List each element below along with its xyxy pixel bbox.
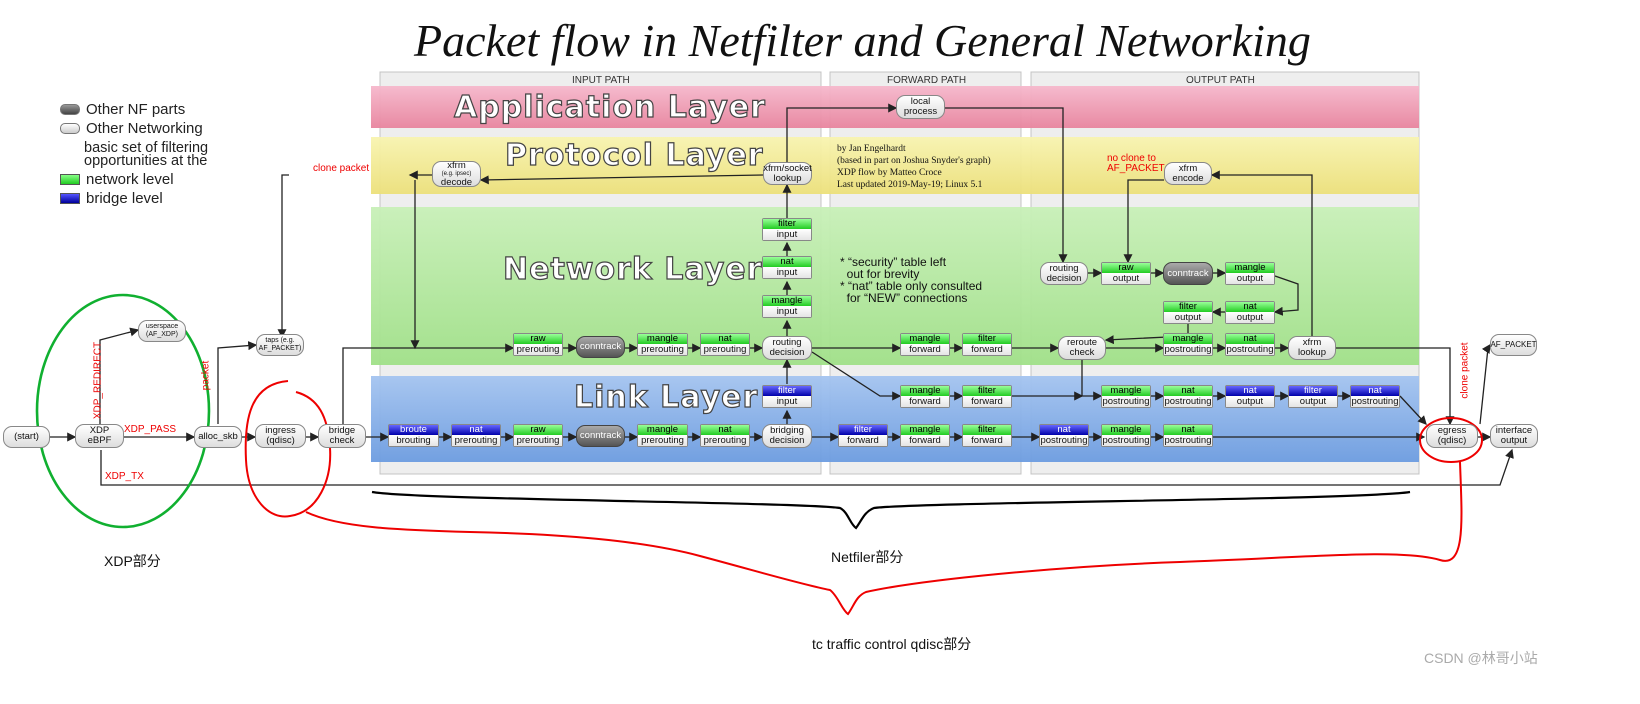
- conntrack-prerouting-node: conntrack: [576, 336, 625, 358]
- start-node: (start): [3, 426, 50, 448]
- input-path-label: INPUT PATH: [572, 75, 630, 86]
- credits: by Jan Engelhardt (based in part on Josh…: [837, 144, 991, 190]
- output-path-label: OUTPUT PATH: [1186, 75, 1255, 86]
- watermark: CSDN @林哥小站: [1424, 650, 1538, 666]
- legend: Other NF parts Other Networking basic se…: [60, 100, 234, 208]
- legend-other-nf: Other NF parts: [60, 100, 234, 119]
- taps-node: taps (e.g.AF_PACKET): [256, 334, 304, 356]
- clone-packet-label: clone packet: [313, 163, 370, 174]
- legend-bridge-level: bridge level: [60, 189, 234, 208]
- xfrm-decode-node: xfrm(e.g. ipsec)decode: [432, 160, 481, 187]
- xdp-highlight-ellipse: [35, 293, 211, 529]
- forward-path-label: FORWARD PATH: [887, 75, 967, 86]
- protocol-band: [371, 137, 1419, 194]
- legend-network-level: network level: [60, 170, 234, 189]
- network-layer-title: Network Layer: [502, 251, 763, 287]
- tc-caption: tc traffic control qdisc部分: [812, 636, 972, 652]
- legend-basic-set: basic set of filtering opportunities at …: [84, 140, 209, 169]
- egress-highlight: [1419, 417, 1483, 463]
- xdp-caption: XDP部分: [104, 553, 161, 569]
- netfilter-brace: [371, 490, 1411, 530]
- page-title: Packet flow in Netfilter and General Net…: [414, 15, 1311, 66]
- protocol-layer-title: Protocol Layer: [504, 137, 764, 173]
- packet-label: packet: [200, 360, 212, 391]
- conntrack-output-node: conntrack: [1163, 262, 1213, 285]
- egress-qdisc-node: egress(qdisc): [1426, 424, 1478, 448]
- dark-node-swatch-icon: [60, 104, 80, 115]
- application-layer-title: Application Layer: [453, 89, 766, 125]
- ingress-highlight: [244, 380, 332, 518]
- green-swatch-icon: [60, 174, 80, 185]
- alloc-skb-node: alloc_skb: [194, 426, 242, 448]
- conntrack-bridge-node: conntrack: [576, 425, 625, 447]
- userspace-af-xdp-node: userspace(AF_XDP): [138, 320, 186, 342]
- xdp-pass-label: XDP_PASS: [124, 424, 177, 435]
- xdp-tx-label: XDP_TX: [105, 471, 144, 482]
- legend-other-networking: Other Networking: [60, 119, 234, 138]
- xdp-redirect-label: XDP_REDIRECT: [92, 341, 104, 420]
- table-notes: * “security” table left out for brevity …: [840, 255, 983, 305]
- af-packet-node: AF_PACKET: [1490, 334, 1537, 356]
- clone-packet-right-label: clone packet: [1459, 342, 1471, 399]
- netfilter-caption: Netfiler部分: [831, 549, 904, 565]
- light-node-swatch-icon: [60, 123, 80, 134]
- link-layer-title: Link Layer: [573, 379, 759, 415]
- tc-connector: [305, 461, 1463, 616]
- blue-swatch-icon: [60, 193, 80, 204]
- ingress-qdisc-node: ingress(qdisc): [255, 424, 306, 448]
